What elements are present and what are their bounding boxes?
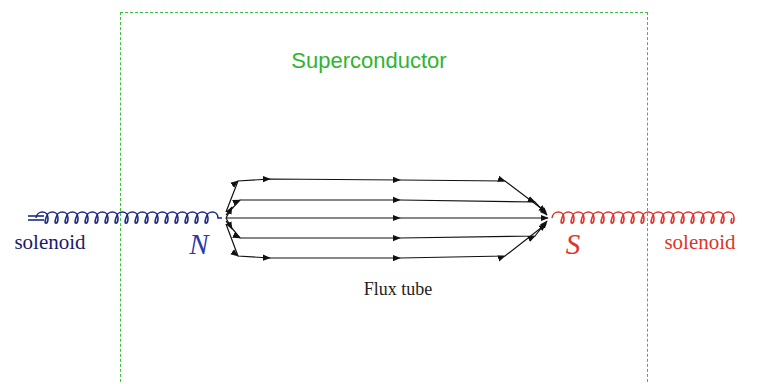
solenoid-label: solenoid xyxy=(664,231,735,254)
solenoid-coil xyxy=(552,212,734,223)
flux-tube-label: Flux tube xyxy=(364,280,433,300)
flux-lines xyxy=(226,179,548,258)
superconductor-region: Superconductor xyxy=(120,12,648,384)
solenoid-coil xyxy=(28,212,222,223)
pole-label: N xyxy=(189,229,208,261)
pole-label: S xyxy=(566,229,581,261)
region-name: Superconductor xyxy=(291,49,446,73)
solenoid-label: solenoid xyxy=(14,231,85,254)
